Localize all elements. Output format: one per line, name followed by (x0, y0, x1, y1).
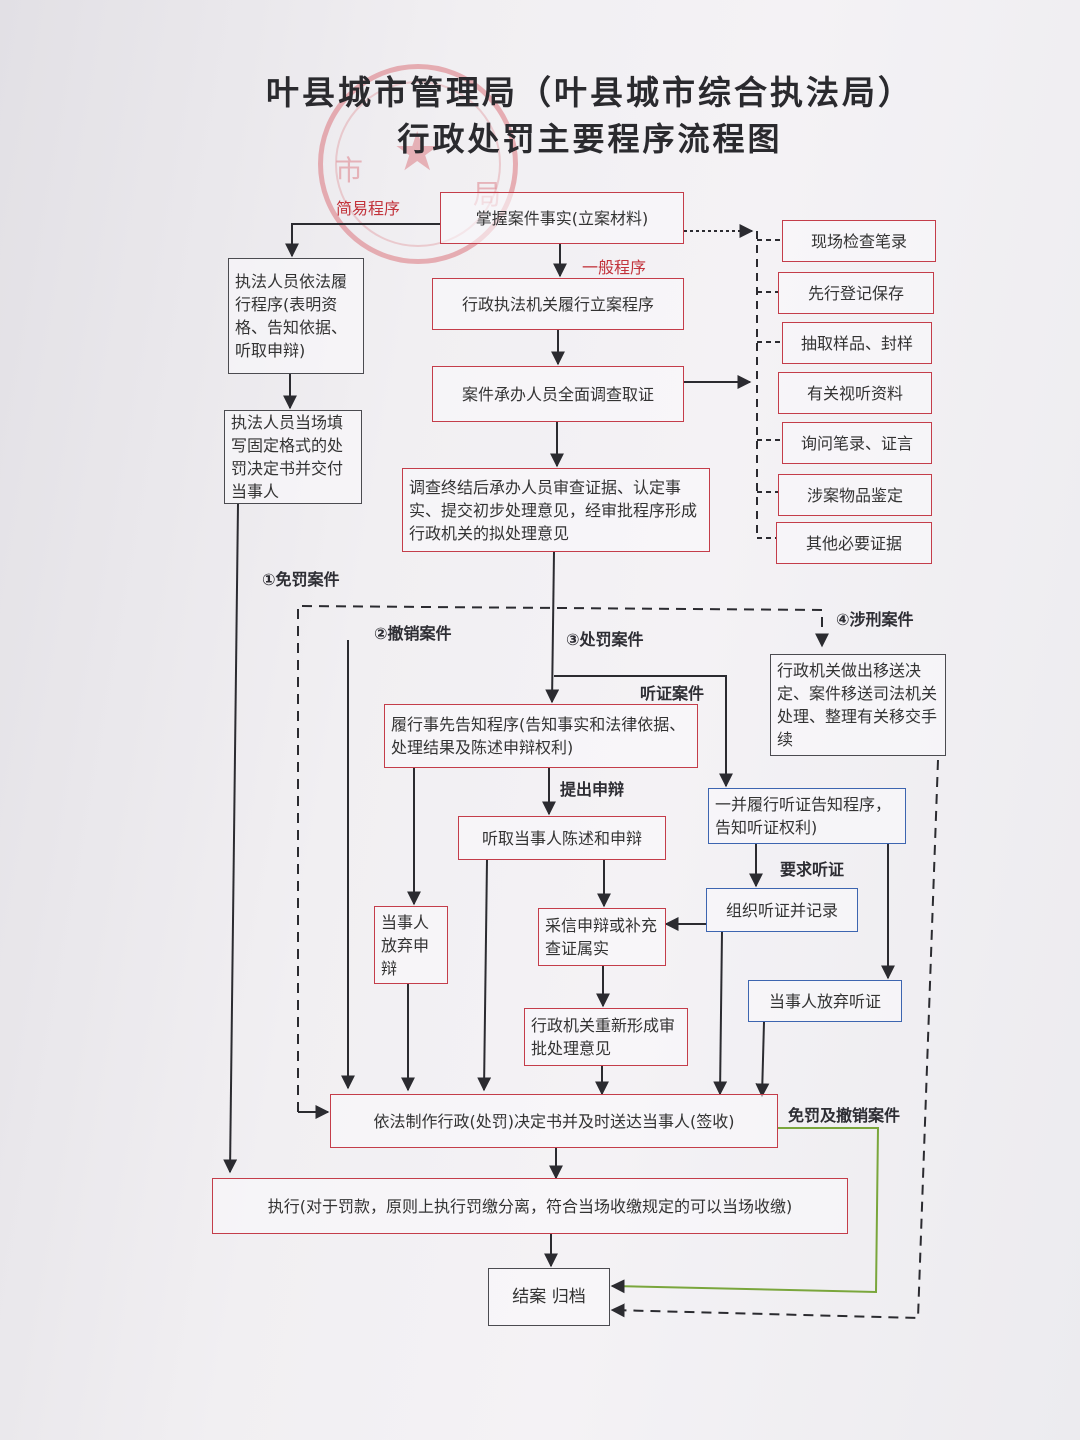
evidence-item-7: 其他必要证据 (776, 522, 932, 564)
node-hearing-notify: 一并履行听证告知程序，告知听证权利) (708, 788, 906, 844)
node-investigate: 案件承办人员全面调查取证 (432, 366, 684, 422)
node-notify: 履行事先告知程序(告知事实和法律依据、处理结果及陈述申辩权利) (384, 704, 698, 768)
label-simple-procedure: 简易程序 (336, 199, 401, 218)
evidence-item-3: 抽取样品、封样 (782, 322, 932, 364)
edge-green-close (610, 1127, 880, 1294)
edge-branch-dashed (297, 604, 829, 1112)
node-waive-hearing: 当事人放弃听证 (748, 980, 902, 1022)
label-request-hearing: 要求听证 (780, 860, 845, 879)
label-raise-defense: 提出申辩 (560, 780, 625, 799)
node-review: 调查终结后承办人员审查证据、认定事实、提交初步处理意见，经审批程序形成行政机关的… (402, 468, 710, 552)
node-execute: 执行(对于罚款，原则上执行罚缴分离，符合当场收缴规定的可以当场收缴) (212, 1178, 848, 1234)
title-line-1: 叶县城市管理局（叶县城市综合执法局） (266, 73, 914, 112)
evidence-item-4: 有关视听资料 (778, 372, 932, 414)
node-close: 结案 归档 (488, 1268, 610, 1326)
node-filing: 行政执法机关履行立案程序 (432, 278, 684, 330)
evidence-item-1: 现场检查笔录 (782, 220, 936, 262)
node-simple-decision: 执法人员当场填写固定格式的处罚决定书并交付当事人 (224, 410, 362, 504)
edge-start-simple (285, 223, 440, 258)
edge-hearing-branch (554, 675, 733, 788)
node-organize-hearing: 组织听证并记录 (706, 888, 858, 932)
evidence-item-5: 询问笔录、证言 (782, 422, 932, 464)
edge-review-down (545, 551, 560, 704)
node-start: 掌握案件事实(立案材料) (440, 192, 684, 244)
node-waive-defense: 当事人放弃申辩 (374, 906, 448, 984)
label-exempt-revoke: 免罚及撤销案件 (788, 1106, 901, 1125)
evidence-item-6: 涉案物品鉴定 (778, 474, 932, 516)
node-adopt: 采信申辩或补充查证属实 (538, 908, 666, 966)
node-simple-procedure: 执法人员依法履行程序(表明资格、告知依据、听取申辩) (228, 258, 364, 374)
node-reform: 行政机关重新形成审批处理意见 (524, 1008, 688, 1066)
evidence-item-2: 先行登记保存 (778, 272, 934, 314)
label-case-exempt: ①免罚案件 (262, 570, 340, 589)
edge-simple2-execute (223, 503, 239, 1174)
label-hearing-case: 听证案件 (640, 684, 705, 703)
label-case-revoke: ②撤销案件 (374, 624, 452, 643)
label-case-penalty: ③处罚案件 (566, 630, 644, 649)
node-decision: 依法制作行政(处罚)决定书并及时送达当事人(签收) (330, 1094, 778, 1148)
node-statement: 听取当事人陈述和申辩 (458, 816, 666, 860)
node-transfer: 行政机关做出移送决定、案件移送司法机关处理、整理有关移交手续 (770, 654, 946, 756)
label-case-criminal: ④涉刑案件 (836, 610, 914, 629)
title-line-2: 行政处罚主要程序流程图 (397, 120, 783, 158)
label-general-procedure: 一般程序 (582, 258, 647, 277)
